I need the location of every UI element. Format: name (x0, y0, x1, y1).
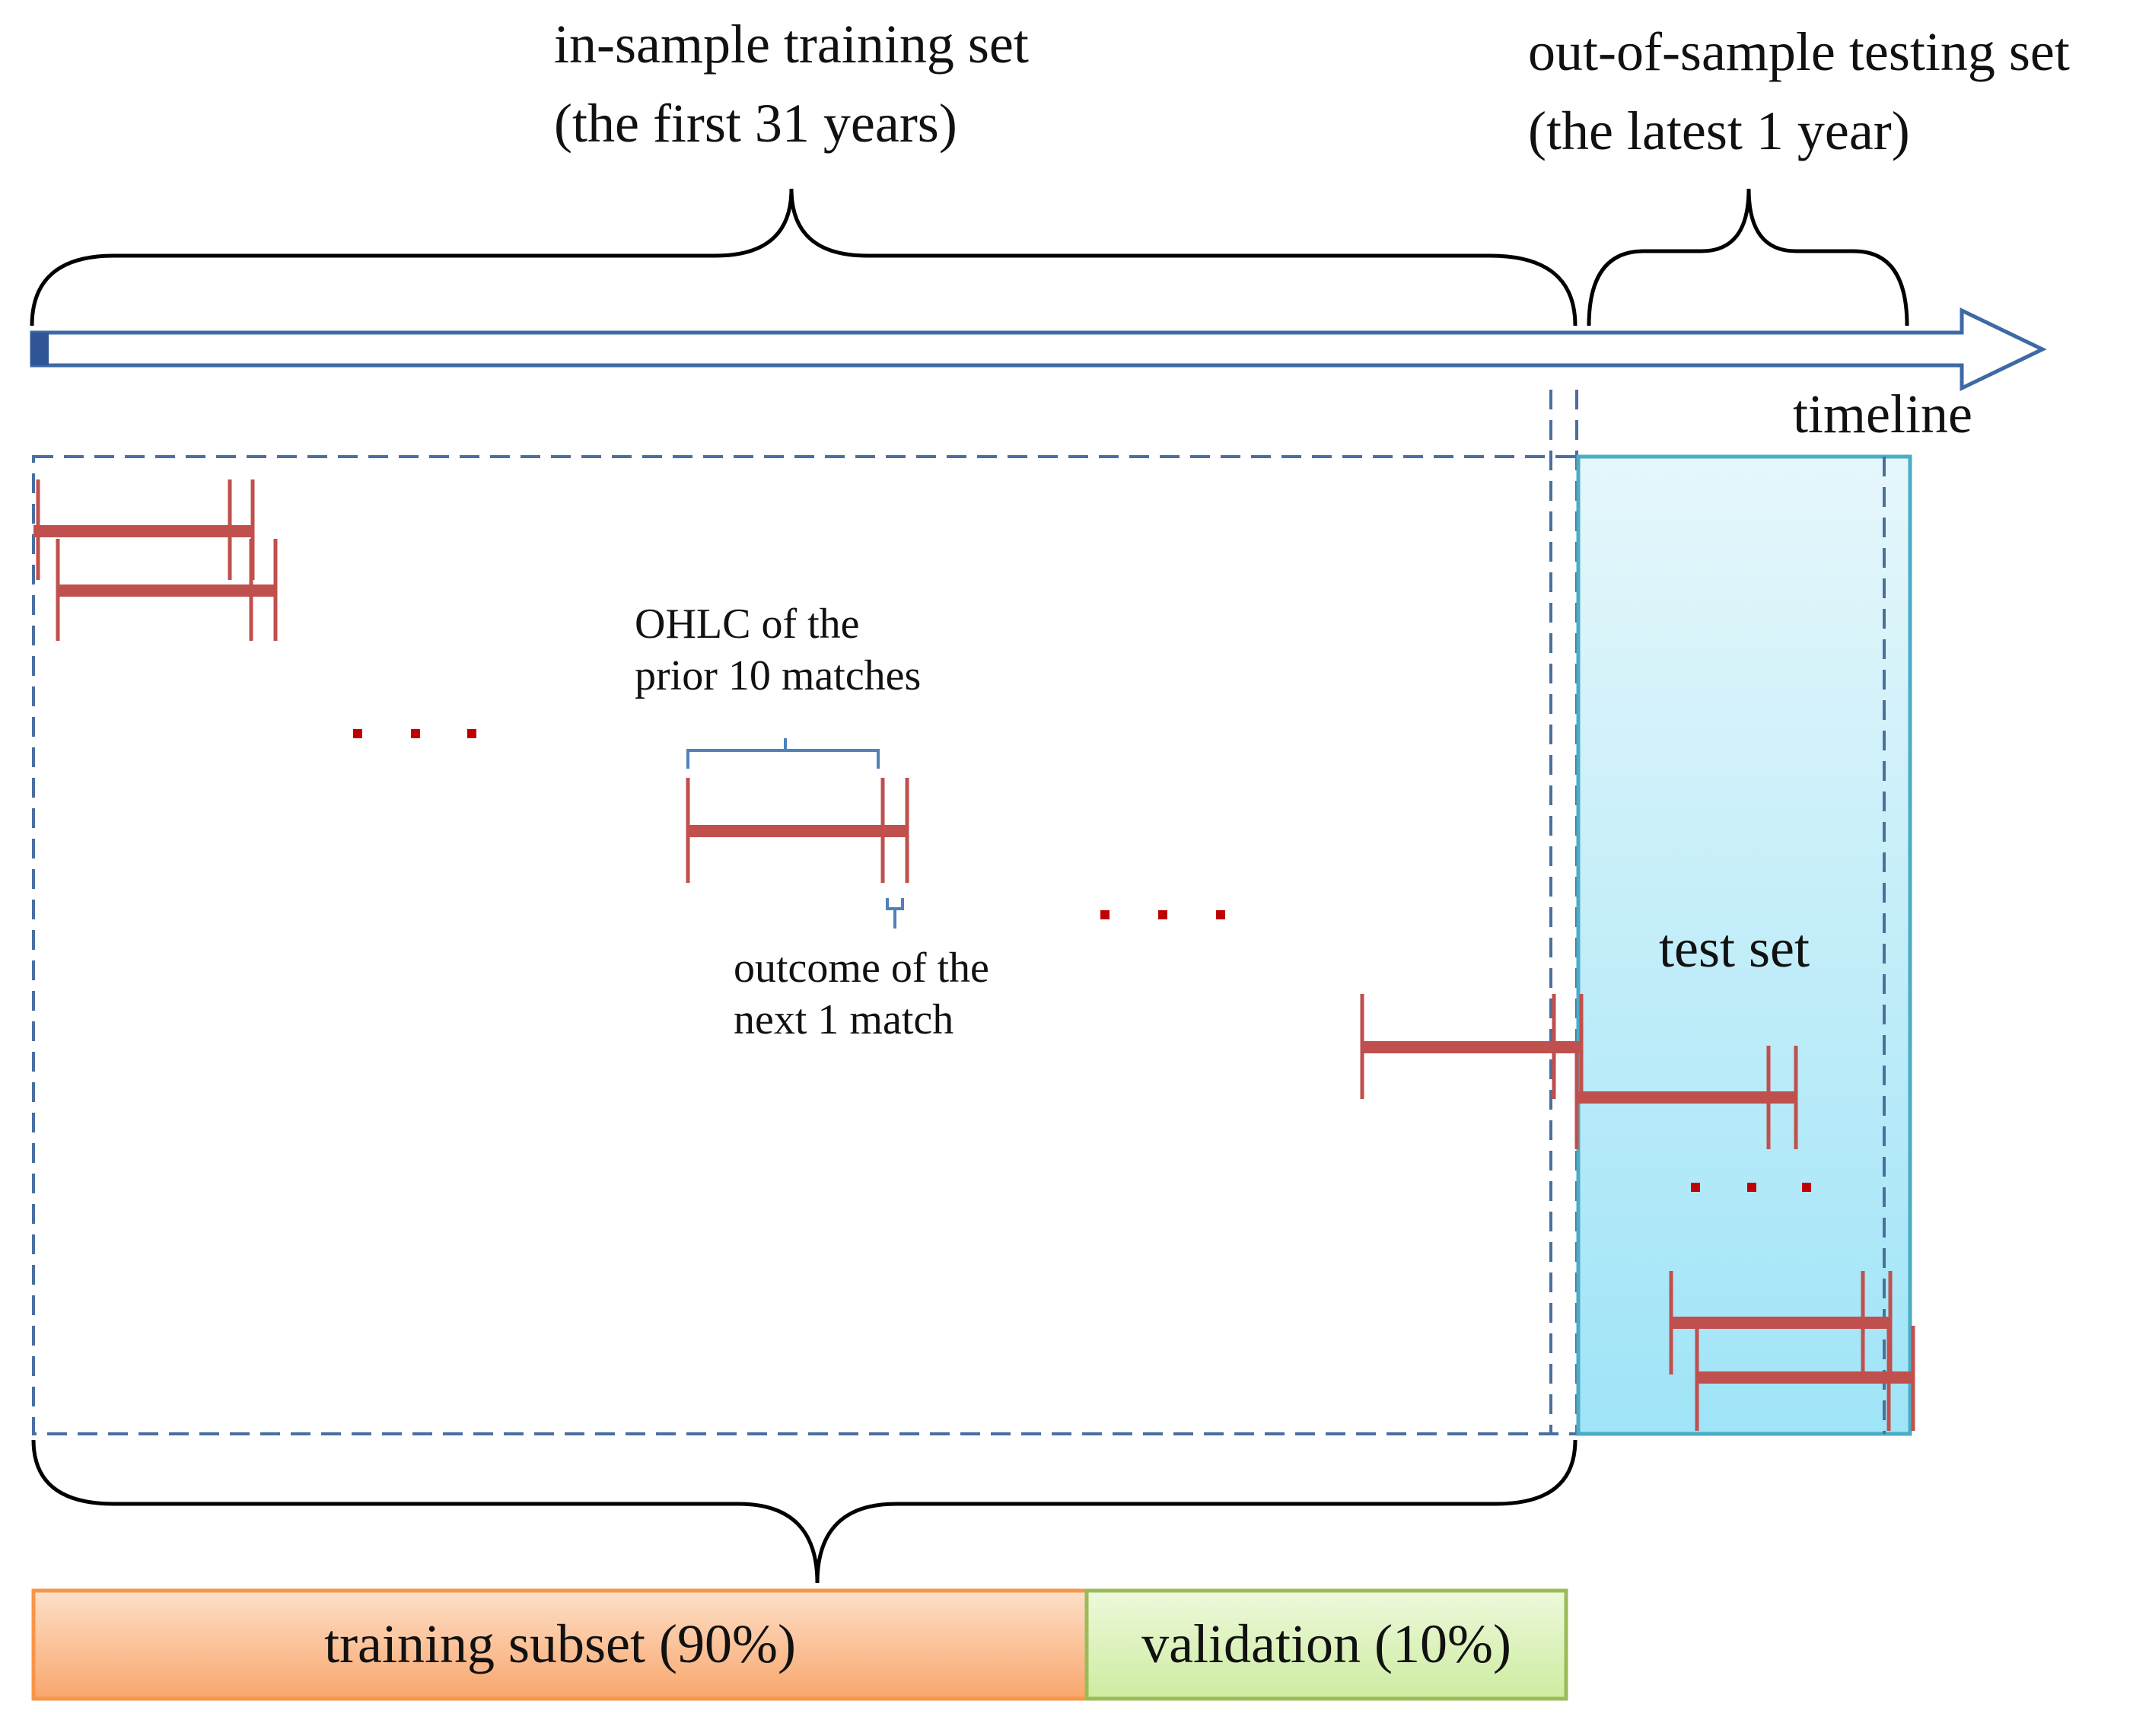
ohlc-bracket (686, 738, 880, 769)
in-sample-brace (30, 188, 1578, 326)
window-last-train (1360, 994, 1584, 1099)
validation-label: validation (10%) (1141, 1613, 1511, 1674)
window-test-3 (1695, 1326, 1915, 1431)
out-sample-brace (1587, 188, 1909, 326)
ohlc-label-line1: OHLC of the (635, 600, 860, 648)
ohlc-label-line2: prior 10 matches (635, 652, 921, 699)
validation-bar (1084, 1588, 1568, 1701)
in-sample-label-line1: in-sample training set (554, 14, 1029, 75)
window-1 (33, 479, 255, 580)
ellipsis-2 (1100, 910, 1225, 919)
timeline-label: timeline (1793, 384, 1972, 444)
training-subset-label: training subset (90%) (324, 1613, 796, 1674)
ellipsis-3 (1691, 1183, 1811, 1192)
in-sample-label-line2: (the first 31 years) (554, 93, 957, 154)
timeline-arrow (30, 307, 2047, 391)
ellipsis-1 (353, 729, 476, 738)
out-sample-label-line2: (the latest 1 year) (1528, 100, 1910, 161)
test-set-region (1576, 454, 1912, 1436)
outcome-label-line2: next 1 match (734, 996, 954, 1043)
window-example (686, 778, 909, 883)
out-sample-label-line1: out-of-sample testing set (1528, 21, 2070, 82)
test-set-label: test set (1659, 918, 1810, 979)
outcome-label-line1: outcome of the (734, 944, 989, 992)
timeline-start-marker (30, 333, 49, 365)
window-first-test (1574, 1046, 1798, 1149)
in-sample-bottom-brace (31, 1439, 1578, 1584)
window-2 (56, 539, 278, 641)
training-subset-bar (31, 1588, 1089, 1701)
outcome-bracket (886, 898, 904, 929)
